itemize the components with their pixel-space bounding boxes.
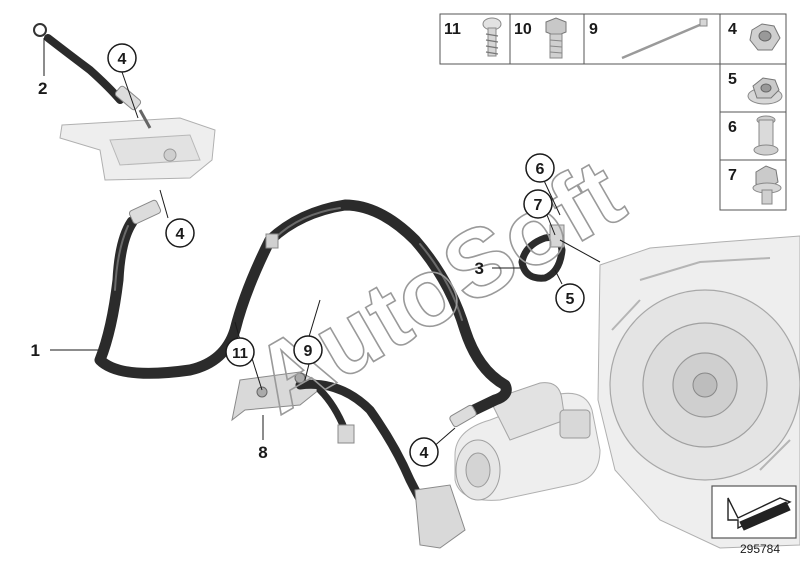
callout-8: 8 (258, 443, 267, 462)
callout-11: 11 (232, 345, 248, 362)
callout-2: 2 (38, 79, 47, 98)
battery-bracket (59, 117, 216, 181)
callout-5: 5 (566, 291, 575, 308)
legend-number-6: 6 (728, 119, 737, 136)
watermark: AutoSoft (235, 138, 641, 435)
callout-4-low: 4 (420, 445, 429, 462)
battery-cable (33, 23, 152, 129)
legend-number-4: 4 (728, 21, 737, 38)
callout-6: 6 (536, 161, 545, 178)
callout-3: 3 (475, 259, 484, 278)
bolt-icon (482, 17, 502, 57)
gearbox-housing (597, 235, 800, 549)
legend-number-9: 9 (589, 21, 598, 38)
fastener-legend: 11 10 9 4 5 6 7 (439, 13, 787, 211)
callout-9: 9 (304, 343, 313, 360)
callout-4-top: 4 (118, 51, 127, 68)
callout-4-mid: 4 (176, 226, 185, 243)
flange-bolt-icon (752, 165, 782, 205)
hex-bolt-icon (545, 17, 567, 59)
legend-number-5: 5 (728, 71, 737, 88)
main-cable (94, 199, 512, 428)
callouts: 2 4 4 1 11 9 8 4 3 6 7 5 (31, 43, 585, 467)
starter-cable (231, 371, 466, 549)
diagram-id: 295784 (740, 542, 780, 556)
callout-7: 7 (534, 197, 543, 214)
starter-motor (454, 382, 601, 501)
direction-box (711, 485, 797, 539)
legend-cell-9 (583, 13, 721, 65)
cable-tie-icon (621, 18, 708, 60)
watermark-text: AutoSoft (236, 139, 640, 434)
flange-nut-icon (747, 77, 783, 105)
legend-number-10: 10 (514, 21, 532, 38)
sleeve-icon (753, 115, 779, 156)
legend-number-7: 7 (728, 167, 737, 184)
legend-number-11: 11 (444, 21, 461, 38)
callout-1: 1 (31, 341, 40, 360)
hex-nut-icon (749, 23, 781, 51)
